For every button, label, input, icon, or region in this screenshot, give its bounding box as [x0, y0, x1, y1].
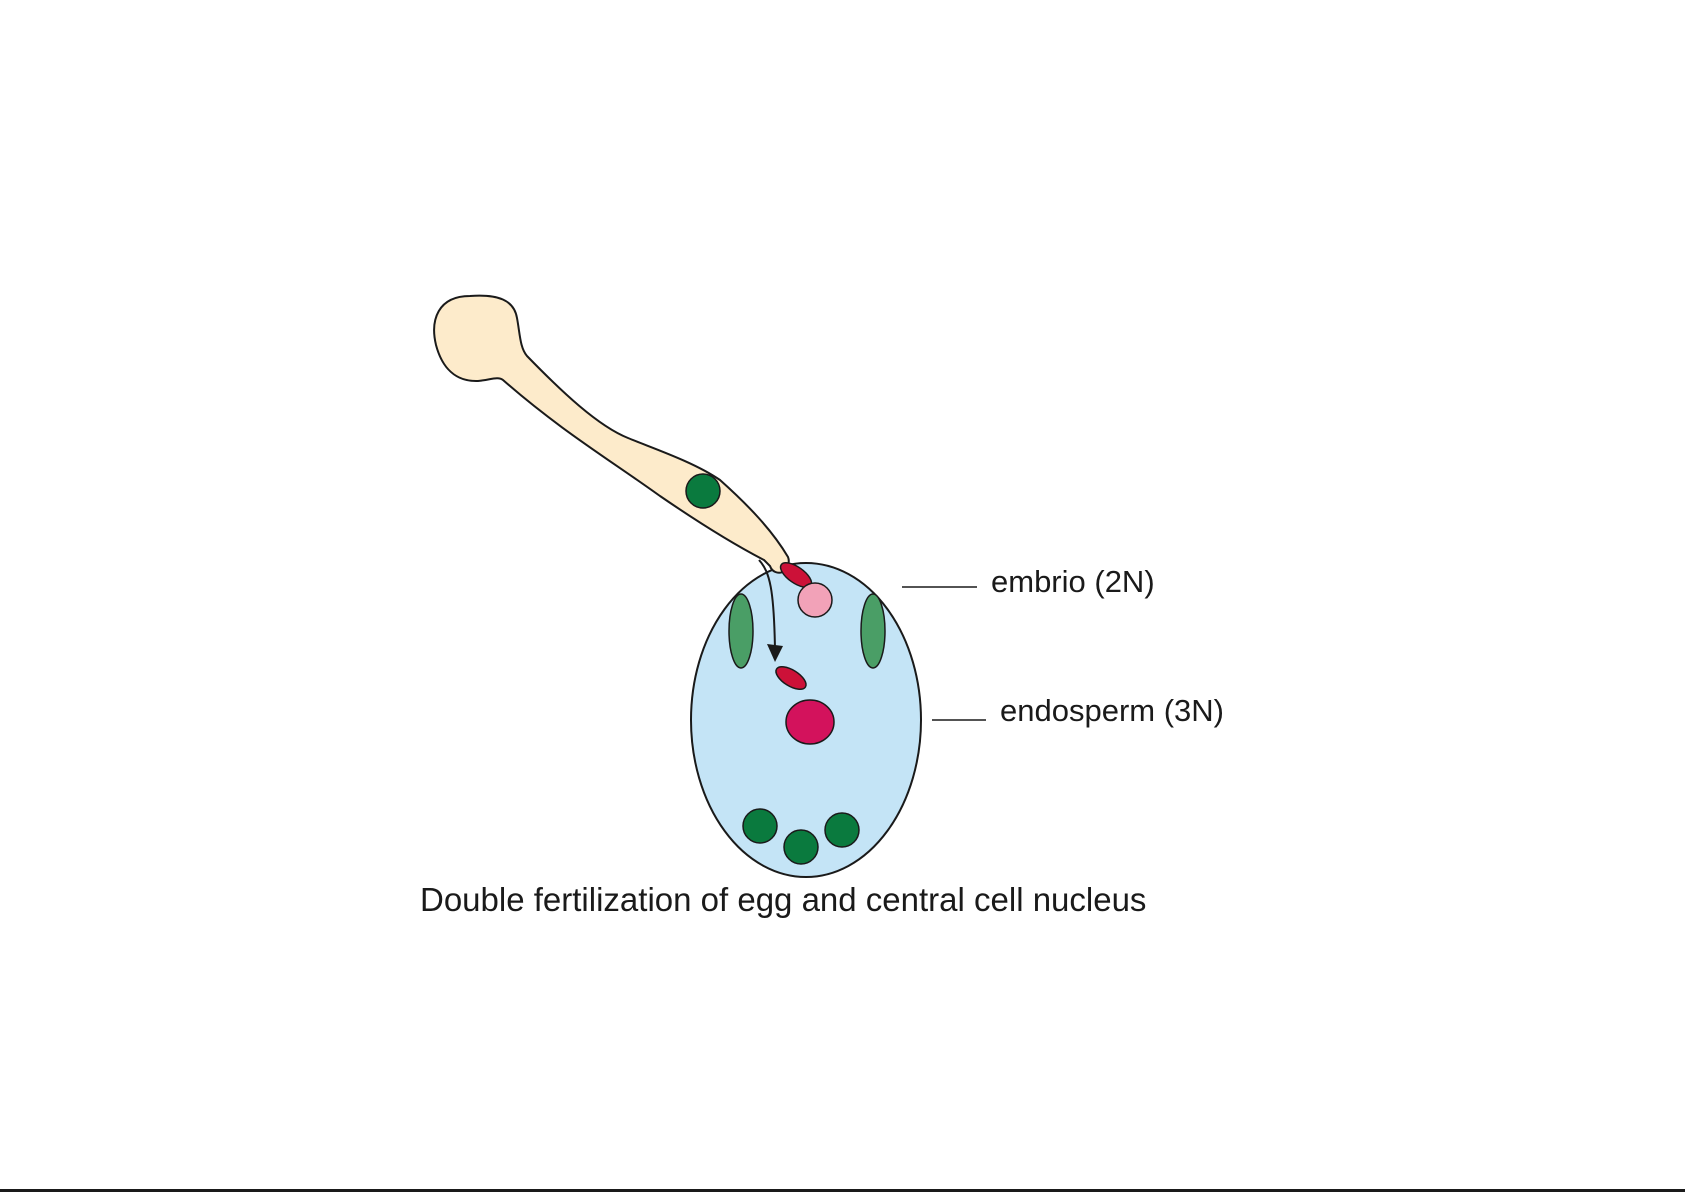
antipodal-cell-left [743, 809, 777, 843]
embryo-label: embrio (2N) [991, 564, 1155, 599]
polar-nucleus [786, 700, 834, 744]
antipodal-cell-right [825, 813, 859, 847]
diagram-caption: Double fertilization of egg and central … [420, 881, 1146, 918]
endosperm-label: endosperm (3N) [1000, 693, 1224, 728]
antipodal-cell-middle [784, 830, 818, 864]
synergid-left [729, 594, 753, 668]
tube-nucleus [686, 474, 720, 508]
synergid-right [861, 594, 885, 668]
egg-cell [798, 583, 832, 617]
pollen-tube [434, 296, 789, 573]
